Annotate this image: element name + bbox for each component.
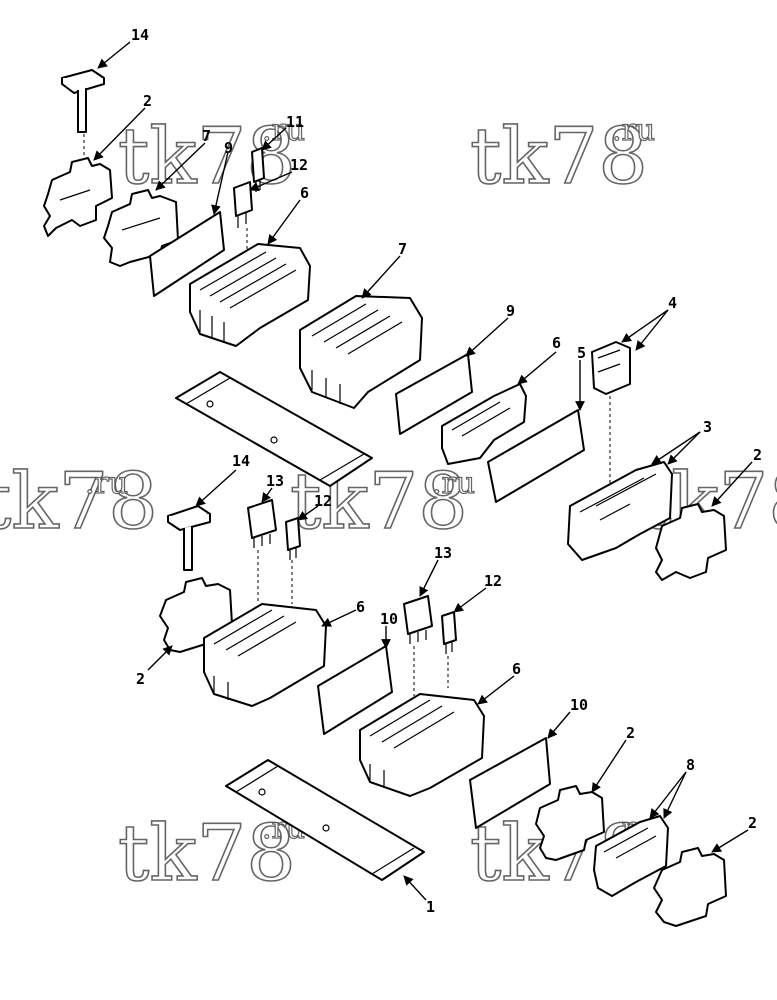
terminal-block-part xyxy=(593,815,669,897)
callout-6: 6 xyxy=(552,334,561,352)
callout-2: 2 xyxy=(626,724,635,742)
callout-9: 9 xyxy=(224,139,233,157)
jumper-bar-part xyxy=(233,181,253,228)
callout-5: 5 xyxy=(577,344,586,362)
partition-plate-part xyxy=(469,737,551,829)
callout-2: 2 xyxy=(748,814,757,832)
marker-holder-part xyxy=(61,69,105,133)
terminal-block-part xyxy=(441,383,527,465)
terminal-block-stack-part xyxy=(299,295,423,409)
callout-12: 12 xyxy=(290,156,308,174)
plug-connector-part xyxy=(591,341,631,395)
jumper-bar-part xyxy=(403,595,433,644)
callout-14: 14 xyxy=(131,26,149,44)
watermark-text: tk78 xyxy=(118,809,296,899)
watermark-text: tk78 xyxy=(118,112,296,202)
callout-14: 14 xyxy=(232,452,250,470)
end-bracket-part xyxy=(103,189,179,267)
end-bracket-part xyxy=(43,157,113,237)
callout-leaders xyxy=(93,41,753,901)
jumper-bar-part xyxy=(285,517,301,560)
terminal-block-stack-part xyxy=(189,243,311,347)
end-bracket-part xyxy=(655,503,727,581)
watermark-suffix: .ru xyxy=(85,466,128,501)
callout-13: 13 xyxy=(266,472,284,490)
callout-4: 4 xyxy=(668,294,677,312)
callout-8: 8 xyxy=(686,756,695,774)
callout-7: 7 xyxy=(202,127,211,145)
end-bracket-part xyxy=(653,847,727,927)
callout-3: 3 xyxy=(703,418,712,436)
marker-holder-part xyxy=(167,505,211,571)
partition-plate-part xyxy=(149,211,225,297)
callout-10: 10 xyxy=(570,696,588,714)
callout-12: 12 xyxy=(314,492,332,510)
callout-9: 9 xyxy=(506,302,515,320)
callout-1: 1 xyxy=(426,898,435,916)
callout-10: 10 xyxy=(380,610,398,628)
watermark-text: tk78 xyxy=(0,457,158,547)
callout-7: 7 xyxy=(398,240,407,258)
din-rail-part xyxy=(175,371,373,487)
partition-plate-part xyxy=(395,353,473,435)
din-rail-part xyxy=(225,759,425,881)
callout-labels: 14 2 7 9 11 12 6 7 9 6 5 4 3 2 14 13 12 … xyxy=(131,26,762,916)
end-bracket-part xyxy=(535,785,605,861)
jumper-bar-part xyxy=(247,499,277,548)
callout-2: 2 xyxy=(136,670,145,688)
end-cover-part xyxy=(487,409,585,503)
callout-2: 2 xyxy=(753,446,762,464)
watermark-text: tk78 xyxy=(470,112,648,202)
callout-13: 13 xyxy=(434,544,452,562)
callout-12: 12 xyxy=(484,572,502,590)
watermark-suffix: .ru xyxy=(612,113,655,148)
callout-6: 6 xyxy=(356,598,365,616)
partition-plate-part xyxy=(317,645,393,735)
jumper-bar-part xyxy=(441,611,457,654)
callout-6: 6 xyxy=(512,660,521,678)
terminal-block-stack-part xyxy=(203,603,327,707)
callout-6: 6 xyxy=(300,184,309,202)
terminal-block-part xyxy=(567,461,673,561)
callout-2: 2 xyxy=(143,92,152,110)
watermark-suffix: .ru xyxy=(432,466,475,501)
callout-11: 11 xyxy=(286,113,304,131)
terminal-block-stack-part xyxy=(359,693,485,797)
